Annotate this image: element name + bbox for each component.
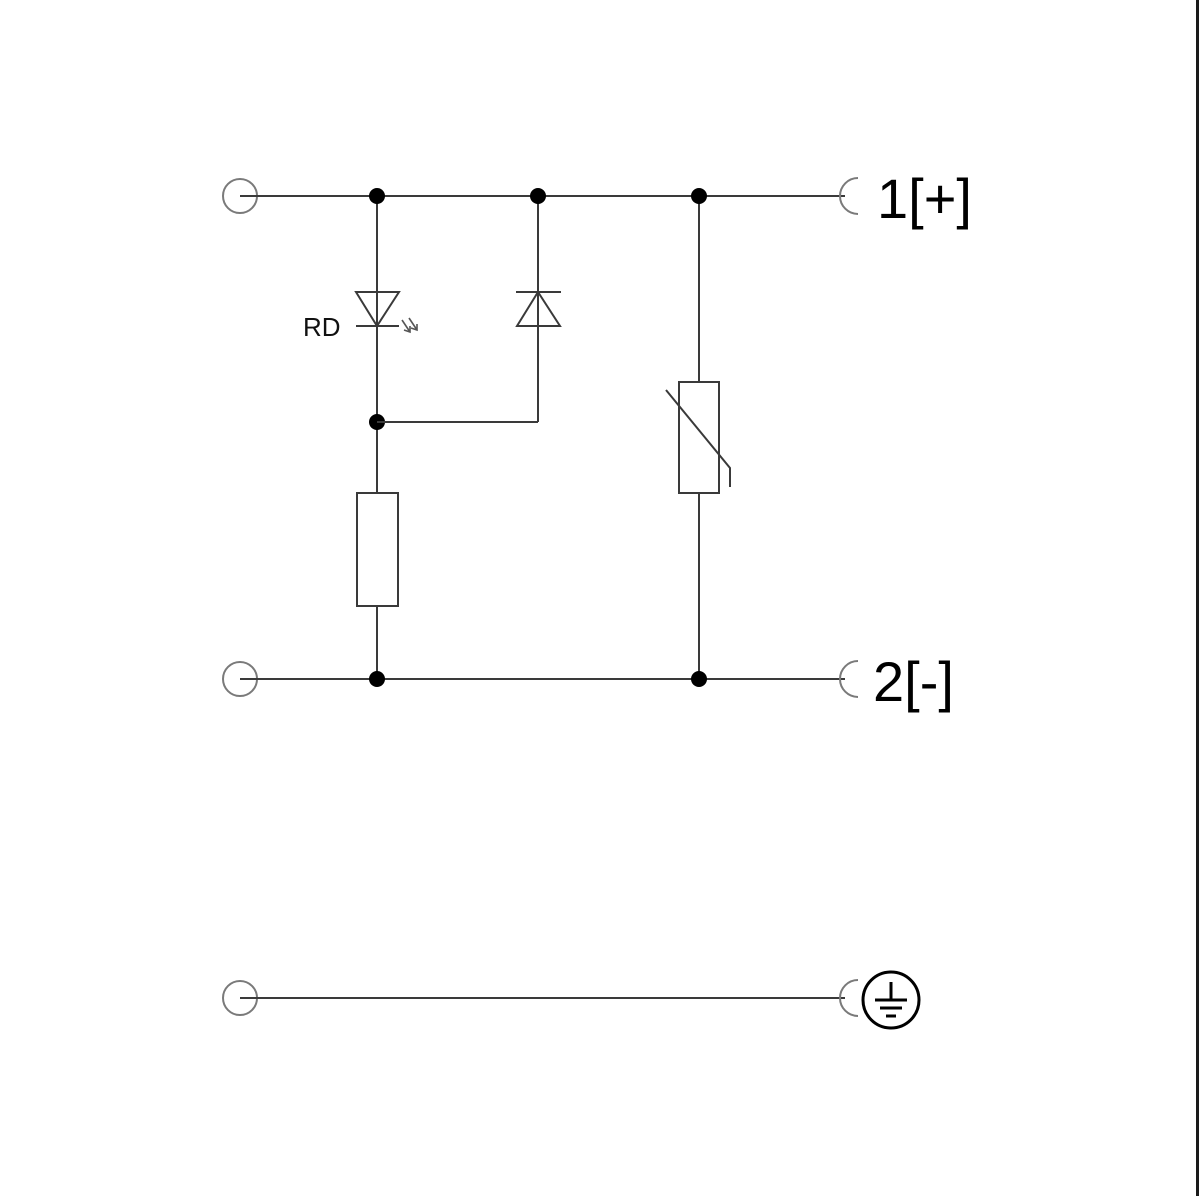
- junction-dot: [691, 188, 707, 204]
- rail-positive: 1[+]: [222, 167, 972, 230]
- terminal-label-negative: 2[-]: [873, 650, 954, 713]
- rail-negative: 2[-]: [222, 650, 954, 713]
- led-branch: RD: [303, 188, 418, 687]
- junction-dot: [369, 671, 385, 687]
- page-edge-divider: [1196, 0, 1199, 1196]
- junction-dot: [691, 671, 707, 687]
- junction-dot: [530, 188, 546, 204]
- zener-branch: [377, 188, 562, 423]
- right-terminal-earth: [839, 979, 859, 1017]
- ground-icon: [861, 970, 921, 1030]
- junction-dot: [369, 188, 385, 204]
- led-icon: [354, 290, 418, 334]
- right-terminal-negative: [839, 660, 859, 698]
- varistor-branch: [665, 188, 731, 687]
- right-terminal-positive: [839, 177, 859, 215]
- led-label: RD: [303, 312, 341, 342]
- varistor-icon: [665, 381, 731, 494]
- resistor-icon: [356, 492, 399, 607]
- terminal-label-positive: 1[+]: [877, 167, 972, 230]
- rail-earth: [222, 970, 921, 1030]
- zener-diode-icon: [515, 290, 562, 330]
